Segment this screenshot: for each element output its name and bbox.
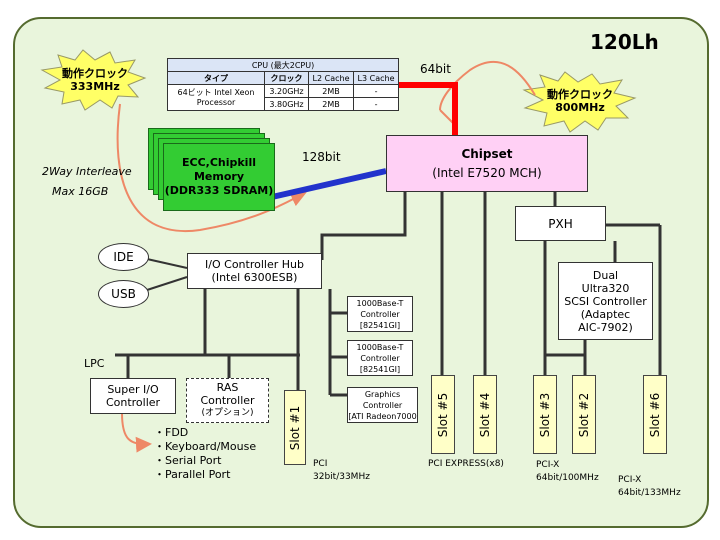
nic1-box: 1000Base-T Controller [82541GI] xyxy=(347,296,413,332)
ide-port: IDE xyxy=(98,243,149,271)
ras-line3: (オプション) xyxy=(201,408,254,418)
clock-burst-right-line1: 動作クロック xyxy=(547,88,613,101)
clock-burst-left-line2: 333MHz xyxy=(70,80,120,93)
memory-line3: (DDR333 SDRAM) xyxy=(164,184,274,197)
cpu-clock-cell: 3.20GHz xyxy=(264,84,309,98)
graphics-line3: [ATI Radeon7000 xyxy=(348,411,417,421)
slot-4: Slot #4 xyxy=(473,375,497,454)
cpu-col-l2: L2 Cache xyxy=(308,71,354,85)
scsi-controller-box: Dual Ultra320 SCSI Controller (Adaptec A… xyxy=(558,262,653,340)
pcix-133-bus-label: PCI-X 64bit/133MHz xyxy=(618,474,681,500)
cpu-col-type: タイプ xyxy=(167,71,265,85)
slot-5: Slot #5 xyxy=(431,375,455,454)
pci-bus-label: PCI 32bit/33MHz xyxy=(313,458,370,484)
slot-2: Slot #2 xyxy=(572,375,596,454)
pxh-box: PXH xyxy=(515,206,606,241)
cpu-table: CPU (最大2CPU) タイプ クロック L2 Cache L3 Cache … xyxy=(166,58,400,111)
ras-line2: Controller xyxy=(200,394,255,407)
cpu-clock-cell: 3.80GHz xyxy=(264,97,309,111)
clock-burst-left: 動作クロック 333MHz xyxy=(55,67,135,93)
cpu-col-clock: クロック xyxy=(264,71,309,85)
ras-box: RAS Controller (オプション) xyxy=(186,378,269,423)
scsi-line5: AIC-7902) xyxy=(578,320,633,334)
pcix-100-line1: PCI-X xyxy=(536,460,560,470)
slot-2-label: Slot #2 xyxy=(577,392,591,437)
slot-1: Slot #1 xyxy=(284,390,306,465)
slot-6-label: Slot #6 xyxy=(648,392,662,437)
scsi-line4: (Adaptec xyxy=(580,307,631,321)
usb-port: USB xyxy=(98,280,149,308)
cpu-l2-cell: 2MB xyxy=(308,97,354,111)
pcix-100-bus-label: PCI-X 64bit/100MHz xyxy=(536,459,599,485)
pci-bus-line2: 32bit/33MHz xyxy=(313,472,370,482)
cpu-type-cell: 64ビット Intel Xeon Processor xyxy=(167,84,265,111)
super-io-line1: Super I/O xyxy=(107,383,159,396)
diagram-title: 120Lh xyxy=(590,30,659,54)
slot-1-label: Slot #1 xyxy=(288,405,302,450)
interleave-line1: 2Way Interleave xyxy=(42,165,132,178)
nic1-line2: Controller xyxy=(360,309,400,319)
memory-module: ECC,Chipkill Memory (DDR333 SDRAM) xyxy=(163,143,275,211)
device-item: ・Parallel Port xyxy=(154,468,231,481)
nic2-line2: Controller xyxy=(360,353,400,363)
nic1-line3: [82541GI] xyxy=(359,320,401,330)
slot-3-label: Slot #3 xyxy=(538,392,552,437)
pcix-133-line2: 64bit/133MHz xyxy=(618,488,681,498)
pcix-100-line2: 64bit/100MHz xyxy=(536,473,599,483)
cpu-l2-cell: 2MB xyxy=(308,84,354,98)
cpu-l3-cell: - xyxy=(352,97,400,111)
slot-3: Slot #3 xyxy=(533,375,557,454)
ich-box: I/O Controller Hub (Intel 6300ESB) xyxy=(187,253,322,289)
memory-bus-width-label: 128bit xyxy=(302,150,341,164)
ich-line1: I/O Controller Hub xyxy=(205,258,304,271)
device-item: ・Serial Port xyxy=(154,454,222,467)
nic2-line1: 1000Base-T xyxy=(356,342,404,352)
clock-burst-left-shape xyxy=(40,49,147,111)
clock-burst-left-line1: 動作クロック xyxy=(62,67,128,80)
device-item: ・Keyboard/Mouse xyxy=(154,440,257,453)
scsi-line1: Dual xyxy=(592,268,619,282)
pcix-133-line1: PCI-X xyxy=(618,475,642,485)
fsb-width-label: 64bit xyxy=(420,62,451,76)
pci-bus-line1: PCI xyxy=(313,459,328,469)
cpu-table-header: CPU (最大2CPU) xyxy=(166,58,400,72)
lpc-label: LPC xyxy=(84,357,105,370)
slot-6: Slot #6 xyxy=(643,375,667,454)
slot-4-label: Slot #4 xyxy=(478,392,492,437)
clock-burst-right-line2: 800MHz xyxy=(555,101,605,114)
interleave-note: 2Way Interleave Max 16GB xyxy=(42,162,132,202)
cpu-col-l3: L3 Cache xyxy=(352,71,400,85)
memory-line2: Memory xyxy=(193,170,245,183)
pcie-bus-label: PCI EXPRESS(x8) xyxy=(428,459,504,469)
nic2-box: 1000Base-T Controller [82541GI] xyxy=(347,340,413,376)
chipset-box: Chipset (Intel E7520 MCH) xyxy=(386,135,588,192)
graphics-line1: Graphics xyxy=(364,389,401,399)
chipset-name: Chipset xyxy=(461,146,513,161)
nic1-line1: 1000Base-T xyxy=(356,298,404,308)
ich-line2: (Intel 6300ESB) xyxy=(211,271,298,284)
ras-line1: RAS xyxy=(216,381,239,394)
legacy-devices-list: ・FDD ・Keyboard/Mouse ・Serial Port ・Paral… xyxy=(154,426,256,482)
scsi-line2: Ultra320 xyxy=(581,281,630,295)
nic2-line3: [82541GI] xyxy=(359,364,401,374)
memory-line1: ECC,Chipkill xyxy=(181,156,256,169)
clock-burst-right: 動作クロック 800MHz xyxy=(535,88,625,114)
graphics-line2: Controller xyxy=(362,400,403,410)
super-io-line2: Controller xyxy=(105,396,161,409)
slot-5-label: Slot #5 xyxy=(436,392,450,437)
device-item: ・FDD xyxy=(154,426,189,439)
chipset-model: (Intel E7520 MCH) xyxy=(432,165,542,180)
interleave-line2: Max 16GB xyxy=(52,185,109,198)
cpu-l3-cell: - xyxy=(352,84,400,98)
scsi-line3: SCSI Controller xyxy=(564,294,647,308)
graphics-box: Graphics Controller [ATI Radeon7000 xyxy=(347,387,418,423)
super-io-box: Super I/O Controller xyxy=(90,378,176,414)
